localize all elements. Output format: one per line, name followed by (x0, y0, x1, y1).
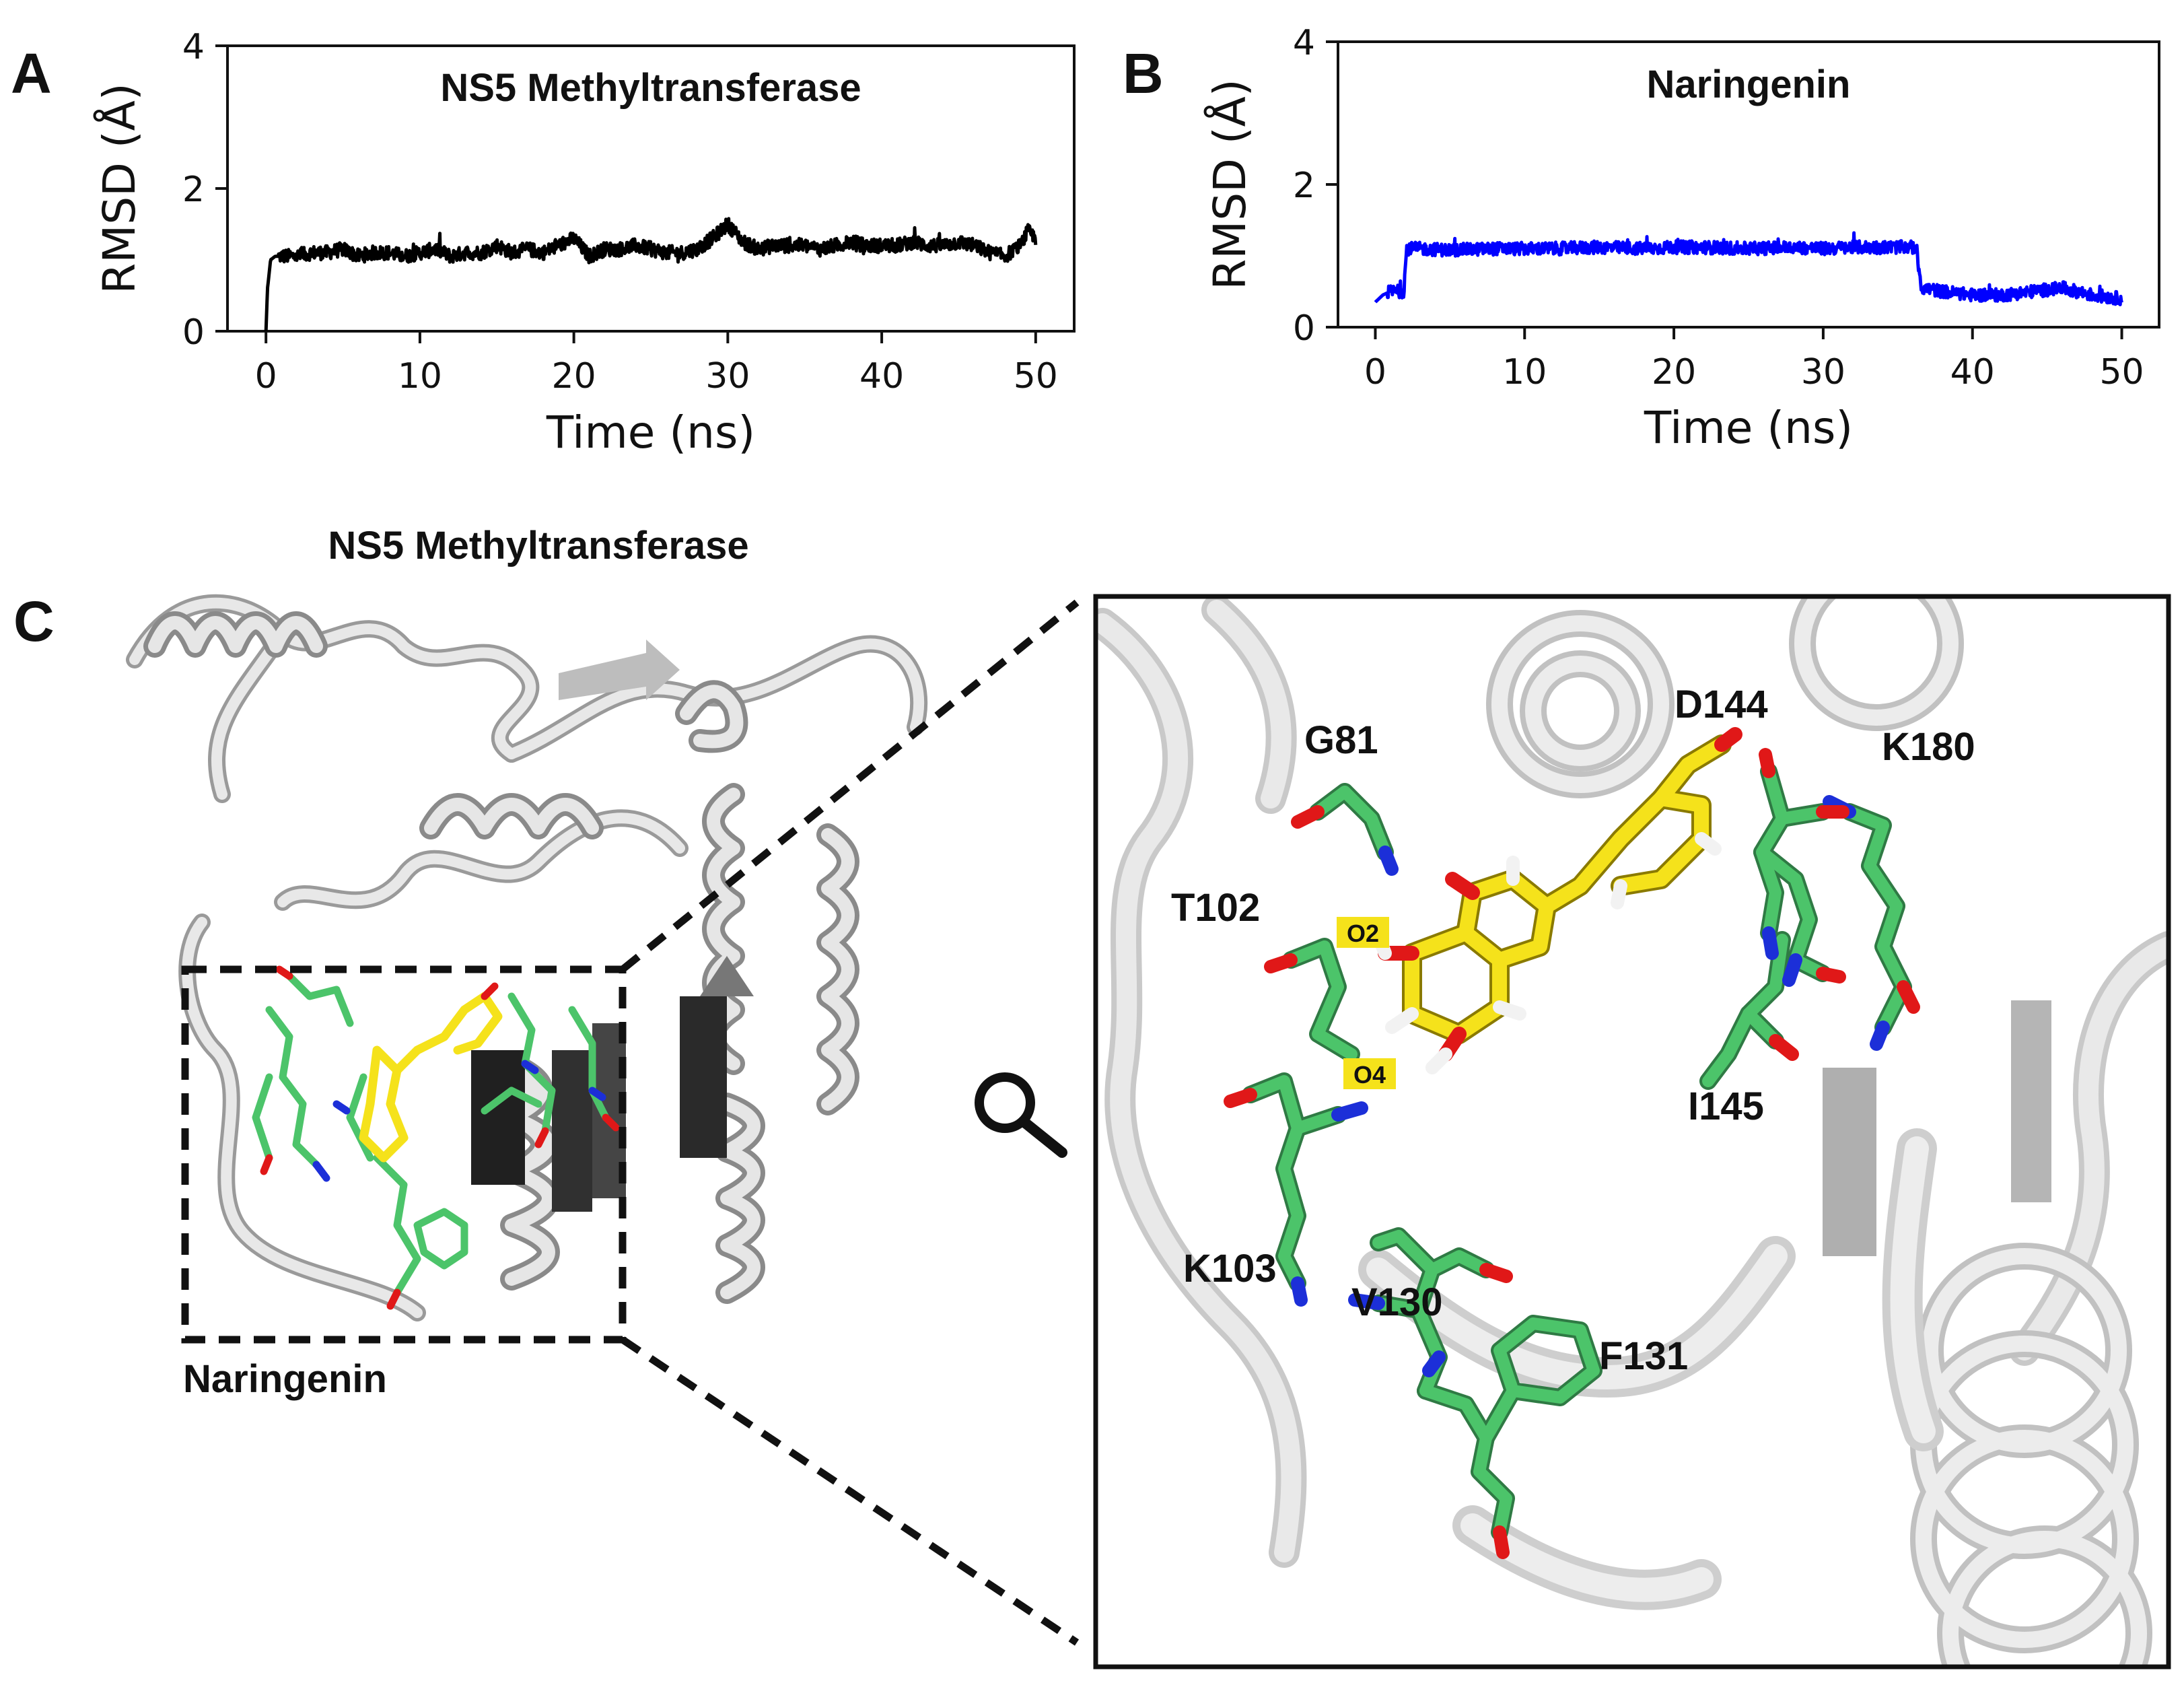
ligand-label: Naringenin (183, 1357, 387, 1401)
chart-b-series-0-line (1374, 231, 2123, 306)
residue-label-v130: V130 (1351, 1280, 1442, 1324)
svg-text:O4: O4 (1353, 1061, 1386, 1089)
residue-label-d144: D144 (1675, 683, 1768, 726)
residue-label-f131: F131 (1599, 1334, 1688, 1378)
chart-a-title: NS5 Methyltransferase (440, 66, 861, 110)
panel-c-letter: C (13, 590, 55, 653)
residue-label-i145: I145 (1688, 1084, 1764, 1128)
residue-label-t102: T102 (1171, 886, 1260, 930)
residue-label-g81: G81 (1304, 718, 1378, 762)
chart-b-ytick-label-0: 0 (1293, 308, 1315, 349)
chart-b-title: Naringenin (1647, 63, 1851, 106)
overview-binding-site (252, 965, 620, 1310)
zoom-line-top (620, 599, 1080, 973)
chart-a-ylabel: RMSD (Å) (94, 83, 145, 294)
panel-a-letter: A (11, 42, 52, 105)
zoom-frame (1093, 594, 2171, 1669)
ligand-naringenin (1372, 727, 1742, 1074)
residue-label-k180: K180 (1882, 725, 1975, 769)
atom-label-o4: O4 (1343, 1058, 1396, 1089)
chart-b-ylabel: RMSD (Å) (1204, 79, 1256, 289)
chart-a-xtick-label-0: 0 (255, 356, 277, 397)
chart-b-xtick-label-40: 40 (1950, 352, 1995, 392)
magnifier-icon (975, 1072, 1067, 1158)
zoom-line-bottom (620, 1336, 1080, 1646)
protein-title: NS5 Methyltransferase (328, 524, 748, 567)
chart-b-xtick-label-20: 20 (1652, 352, 1696, 392)
residue-label-k103: K103 (1183, 1247, 1277, 1290)
chart-a-xtick-label-50: 50 (1014, 356, 1058, 397)
svg-text:O2: O2 (1347, 920, 1379, 947)
panel-c: C NS5 Methyltransferase (13, 524, 2171, 1669)
zoom-view: O2 O4 G81 D144 K180 T102 I145 K103 V130 … (1093, 594, 2171, 1669)
chart-a-ytick-label-4: 4 (182, 27, 205, 67)
panel-a: A NS5 Methyltransferase 0 10 20 30 40 50 0 2 4Tim… (11, 27, 1076, 458)
chart-b-xtick-label-30: 30 (1801, 352, 1845, 392)
chart-a-xlabel: Time (ns) (546, 407, 755, 458)
chart-b-xtick-label-10: 10 (1502, 352, 1547, 392)
chart-a-xtick-label-10: 10 (398, 356, 442, 397)
chart-b-xtick-label-50: 50 (2099, 352, 2144, 392)
chart-a-series-0-line (264, 217, 1038, 332)
chart-b-ytick-label-4: 4 (1293, 23, 1315, 63)
chart-a-ytick-label-2: 2 (182, 170, 205, 210)
chart-a-xtick-label-20: 20 (552, 356, 596, 397)
chart-a-xtick-label-30: 30 (705, 356, 750, 397)
chart-b-ytick-label-2: 2 (1293, 166, 1315, 206)
protein-overview (126, 594, 928, 1321)
chart-b-xlabel: Time (ns) (1644, 402, 1853, 454)
atom-label-o2: O2 (1337, 917, 1389, 948)
residue-sticks (1224, 748, 1920, 1559)
selection-box (181, 965, 627, 1344)
chart-b-xtick-label-0: 0 (1364, 352, 1386, 392)
chart-a-ytick-label-0: 0 (182, 312, 205, 353)
chart-a: NS5 Methyltransferase 0 10 20 30 40 50 0 2 4Time … (94, 27, 1076, 458)
chart-a-xtick-label-40: 40 (859, 356, 904, 397)
panel-b-letter: B (1123, 42, 1164, 105)
